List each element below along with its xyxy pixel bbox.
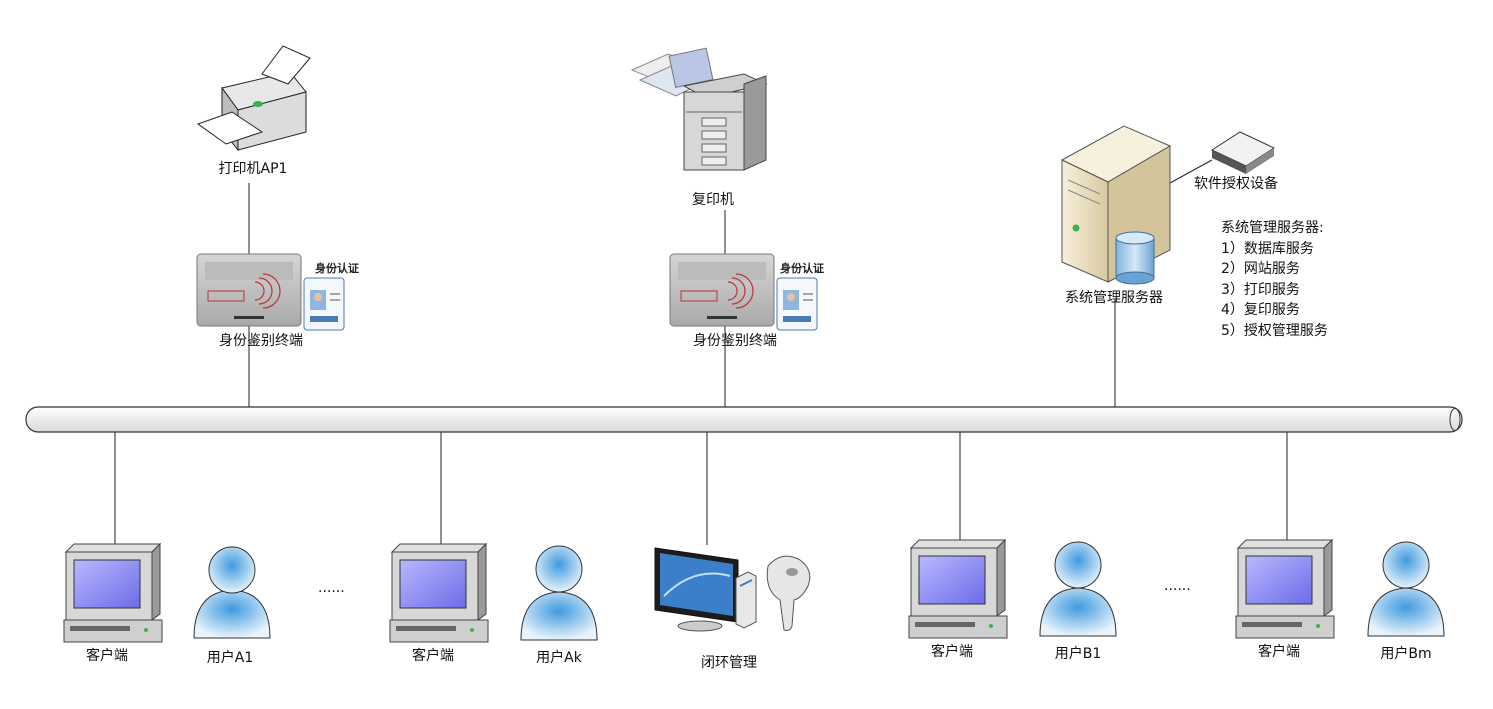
- client-label-2: 客户端: [412, 648, 454, 664]
- copier-icon: [630, 47, 768, 171]
- badge-title-1: 身份认证: [315, 261, 359, 275]
- identity-terminal-1: [196, 253, 302, 327]
- badge-title-2: 身份认证: [780, 261, 824, 275]
- client-computer-icon-1: [63, 542, 163, 643]
- client-label-3: 客户端: [931, 644, 973, 660]
- printer-icon: [196, 45, 311, 152]
- ellipsis-right: ......: [1164, 578, 1191, 594]
- client-label-1: 客户端: [86, 648, 128, 664]
- service-item: 5）授权管理服务: [1221, 322, 1328, 339]
- identity-terminal-label-2: 身份鉴别终端: [693, 333, 777, 349]
- license-device-icon: [1210, 131, 1276, 174]
- service-item: 1）数据库服务: [1221, 240, 1314, 257]
- service-item: 4）复印服务: [1221, 302, 1300, 318]
- ellipsis-left: ......: [318, 580, 345, 596]
- client-computer-icon-2: [389, 542, 489, 643]
- user-icon-ak: [520, 545, 598, 641]
- user-icon-bm: [1367, 541, 1445, 637]
- network-bus: [25, 406, 1463, 433]
- database-icon: [1115, 231, 1155, 285]
- user-label-b1: 用户B1: [1054, 646, 1102, 662]
- identity-terminal-2: [669, 253, 775, 327]
- closed-loop-label: 闭环管理: [701, 655, 757, 671]
- user-label-ak: 用户Ak: [536, 650, 582, 666]
- closed-loop-workstation-icon: [654, 547, 757, 632]
- service-item: 2）网站服务: [1221, 261, 1300, 277]
- server-label: 系统管理服务器: [1065, 290, 1163, 306]
- id-badge-icon-2: [776, 277, 818, 331]
- user-icon-a1: [193, 546, 271, 639]
- service-item: 3）打印服务: [1221, 281, 1300, 298]
- user-label-bm: 用户Bm: [1380, 646, 1432, 662]
- barcode-scanner-icon: [766, 555, 811, 631]
- user-label-a1: 用户A1: [206, 650, 254, 666]
- id-badge-icon-1: [303, 277, 345, 331]
- license-device-label: 软件授权设备: [1194, 176, 1278, 192]
- user-icon-b1: [1039, 541, 1117, 637]
- client-computer-icon-3: [908, 538, 1008, 639]
- server-license-connector: [1169, 159, 1213, 184]
- printer-label: 打印机AP1: [218, 161, 288, 177]
- services-title: 系统管理服务器:: [1221, 220, 1324, 236]
- client-label-4: 客户端: [1258, 644, 1300, 660]
- copier-label: 复印机: [692, 192, 734, 208]
- server-services-list: 系统管理服务器: 1）数据库服务 2）网站服务 3）打印服务 4）复印服务 5）…: [1221, 218, 1328, 341]
- identity-terminal-label-1: 身份鉴别终端: [219, 333, 303, 349]
- client-computer-icon-4: [1235, 538, 1335, 639]
